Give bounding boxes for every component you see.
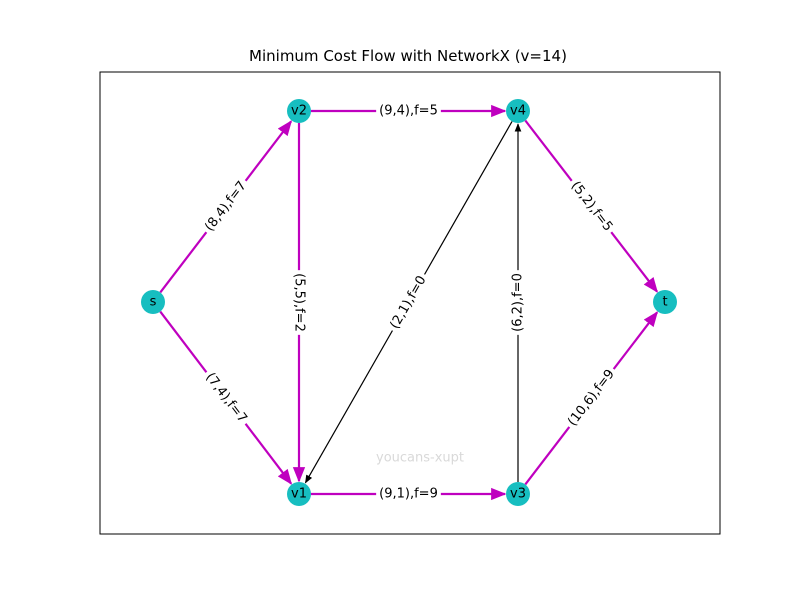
edge-label-group: (9,1),f=9 — [376, 485, 441, 503]
edge-label-group: (5,5),f=2 — [290, 270, 308, 335]
plot-frame — [99, 71, 721, 535]
node-label-v1: v1 — [291, 487, 307, 502]
edge-label-group: (8,4),f=7 — [199, 175, 253, 238]
node-label-v4: v4 — [510, 104, 526, 119]
node-label-s: s — [150, 295, 157, 310]
edge-label: (2,1),f=0 — [387, 273, 429, 331]
node-v2 — [287, 99, 311, 123]
edge-label-background — [509, 270, 527, 335]
edge-label: (7,4),f=7 — [202, 370, 249, 426]
edge-label-background — [376, 485, 441, 503]
edge-label-group: (9,4),f=5 — [376, 102, 441, 120]
edge-label-background — [385, 270, 432, 335]
edge-label-group: (10,6),f=9 — [562, 363, 621, 433]
watermark: youcans-xupt — [376, 451, 464, 466]
edge-label-group: (2,1),f=0 — [385, 270, 432, 335]
edge-label-group: (7,4),f=7 — [199, 367, 253, 429]
node-v1 — [287, 482, 311, 506]
edge-label: (6,2),f=0 — [511, 273, 526, 332]
edge-label-background — [290, 270, 308, 335]
node-s — [141, 290, 165, 314]
edge-label: (8,4),f=7 — [202, 179, 250, 235]
node-label-t: t — [662, 295, 667, 310]
edge-label: (9,4),f=5 — [379, 104, 438, 119]
edge-label-background — [565, 175, 618, 238]
edge-label-background — [562, 363, 621, 433]
edge-label-group: (5,2),f=5 — [565, 175, 618, 238]
edge-label-background — [376, 102, 441, 120]
node-v3 — [506, 482, 530, 506]
node-label-v2: v2 — [291, 104, 307, 119]
edge-label-background — [199, 367, 253, 429]
nodes-layer: s v1 v2 v3 v4 t — [141, 99, 677, 506]
edge-label-group: (6,2),f=0 — [509, 270, 527, 335]
diagram-title: Minimum Cost Flow with NetworkX (v=14) — [249, 47, 567, 65]
edge-label: (9,1),f=9 — [379, 487, 438, 502]
edge-label-background — [199, 175, 253, 238]
edge-label: (10,6),f=9 — [565, 367, 618, 429]
edge-label: (5,5),f=2 — [292, 273, 307, 332]
node-v4 — [506, 99, 530, 123]
node-t — [653, 290, 677, 314]
edge-label: (5,2),f=5 — [568, 179, 616, 235]
node-label-v3: v3 — [510, 487, 526, 502]
